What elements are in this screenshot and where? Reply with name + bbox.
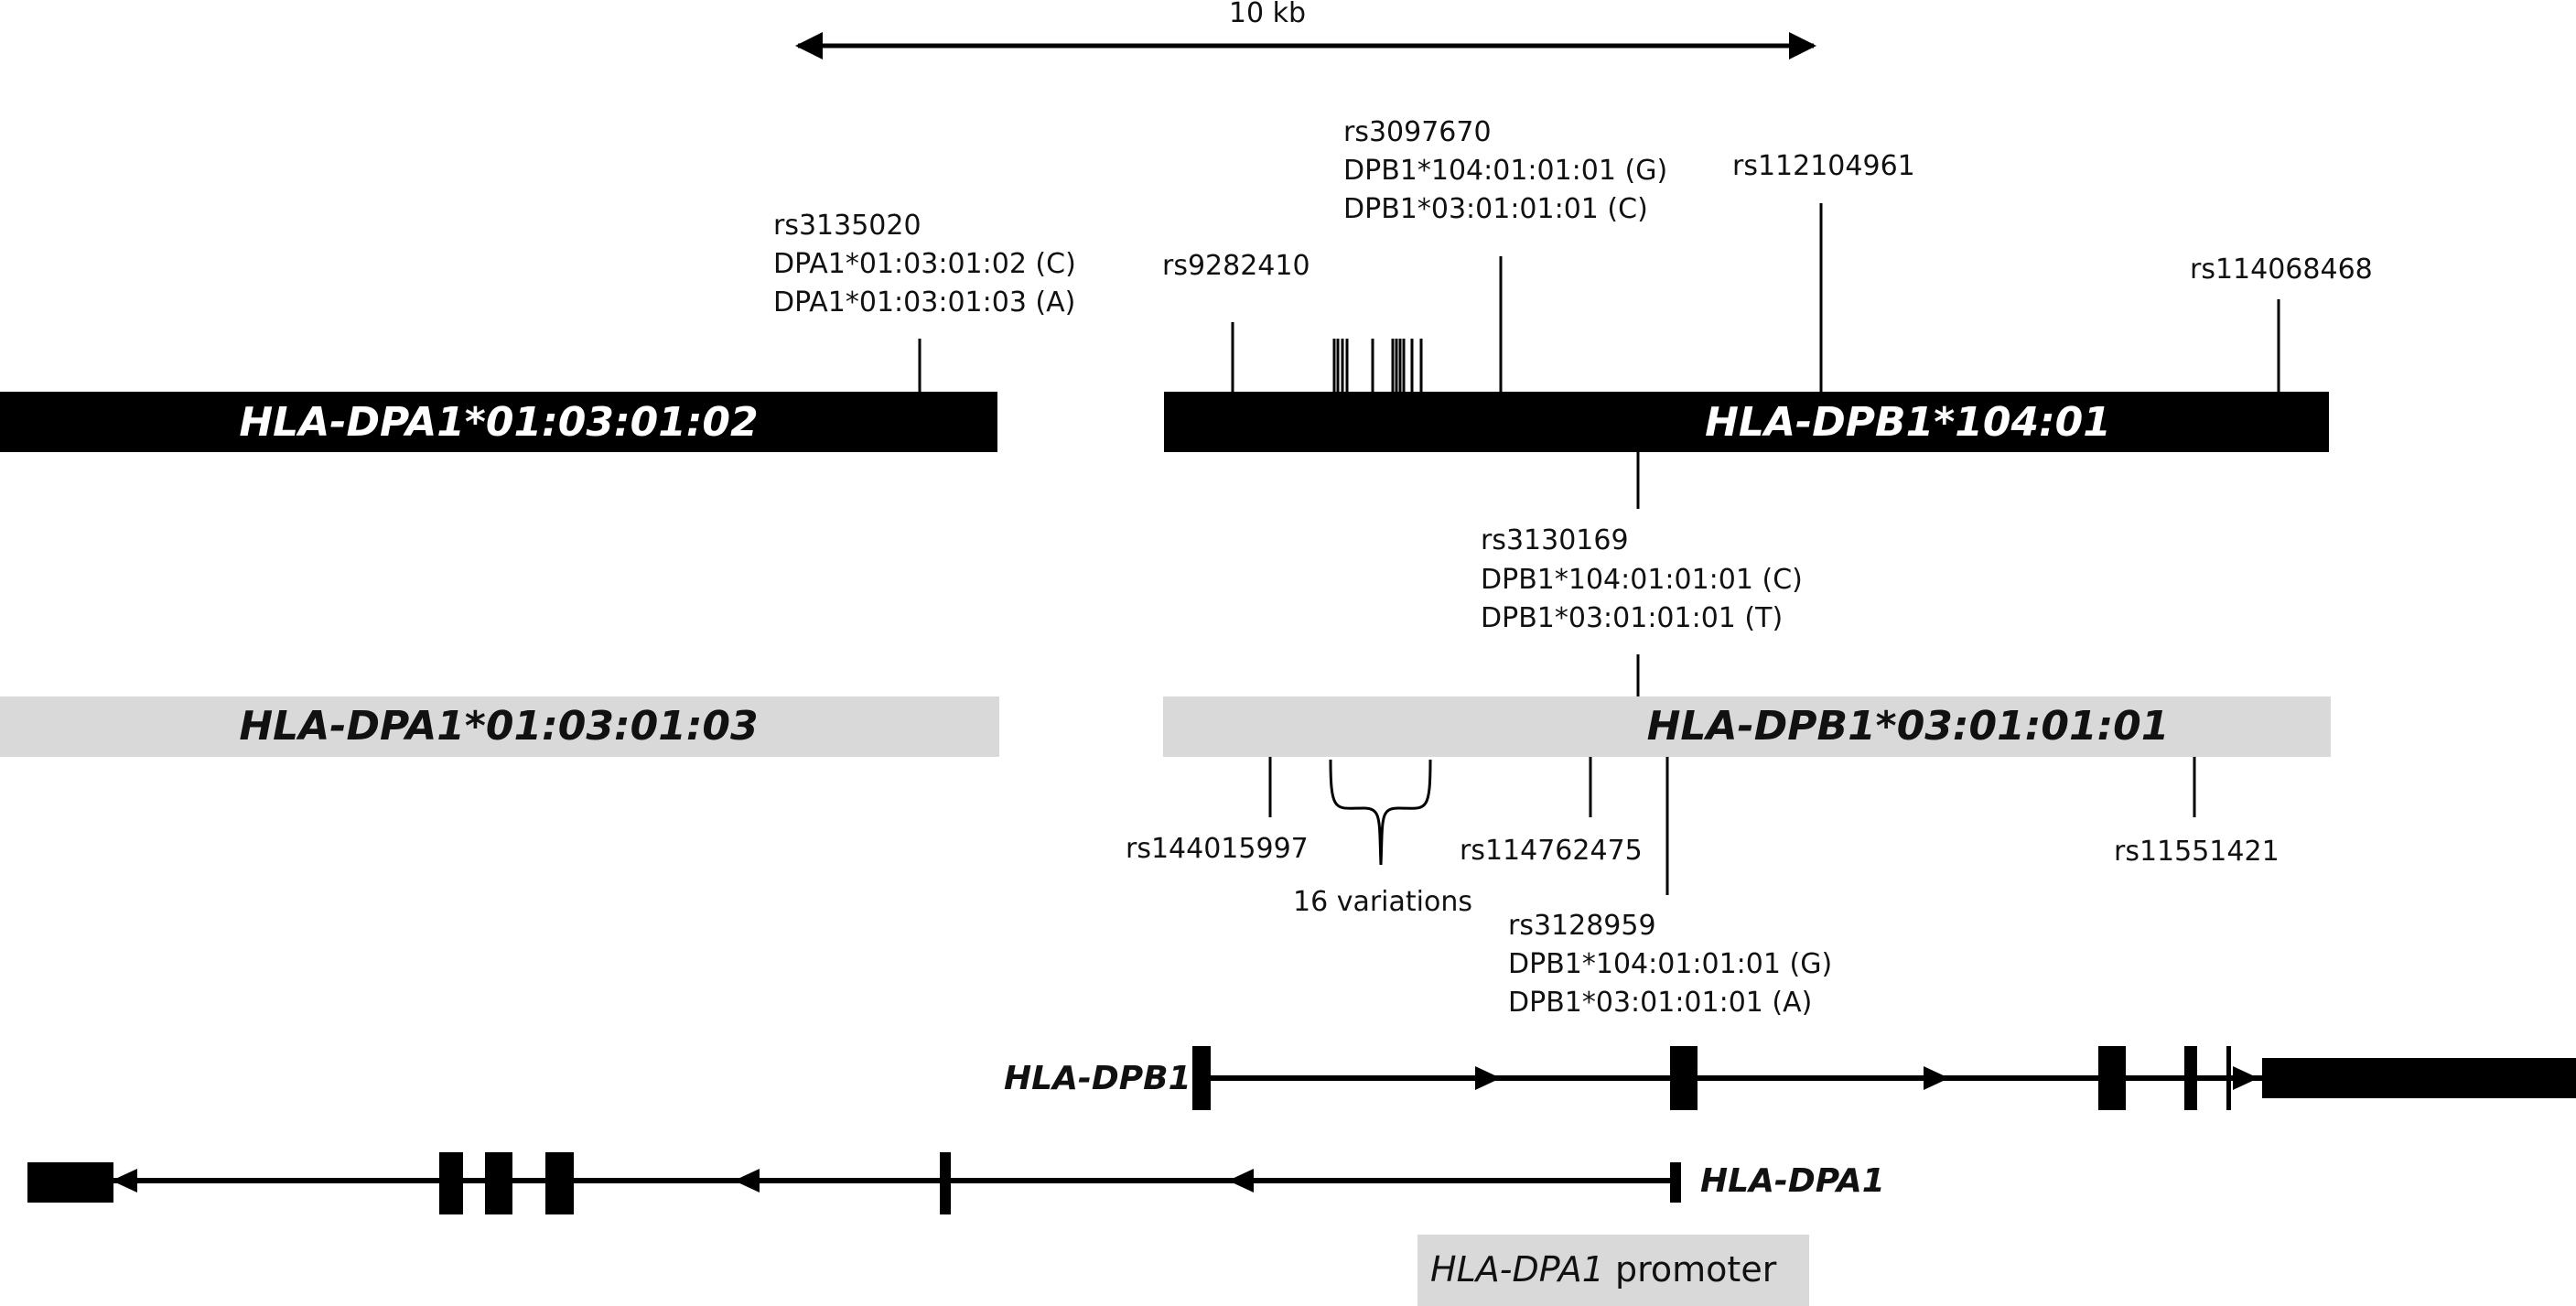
exon-3: [2098, 1046, 2126, 1110]
snp-label-line: DPA1*01:03:01:03 (A): [773, 286, 1075, 318]
exon-1: [1192, 1046, 1211, 1110]
snp-label-line: rs3128959: [1508, 910, 1656, 942]
direction-arrow: [734, 1169, 760, 1193]
exon-5: [2226, 1046, 2231, 1110]
bar-label: HLA-DPA1*01:03:01:03: [239, 703, 758, 750]
direction-arrow: [2233, 1066, 2258, 1090]
snp-label-line: DPA1*01:03:01:02 (C): [773, 248, 1076, 280]
snp-label-rs3097670: rs3097670 DPB1*104:01:01:01 (G) DPB1*03:…: [1343, 116, 1676, 225]
gene-label-dpb1: HLA-DPB1: [1004, 1060, 1191, 1097]
exon: [545, 1152, 574, 1214]
bar-label: HLA-DPB1*03:01:01:01: [1647, 703, 2170, 750]
gene-model-dpa1: HLA-DPA1: [27, 1152, 1885, 1214]
gene-model-dpb1: HLA-DPB1: [1004, 1046, 2576, 1110]
gene-label-dpa1: HLA-DPA1: [1700, 1162, 1885, 1200]
snp-label-line: DPB1*03:01:01:01 (T): [1481, 602, 1783, 634]
variations-brace: [1329, 759, 1432, 866]
bar-rect: [1163, 696, 2331, 757]
utr-3: [2262, 1058, 2576, 1098]
scale-bar-label: 10 kb: [1229, 0, 1306, 29]
snp-label-line: DPB1*104:01:01:01 (C): [1481, 564, 1803, 596]
bar-rect: [1164, 392, 2329, 452]
snp-label-rs114068468: rs114068468: [2190, 254, 2373, 286]
haplotype-bar-dpa1-01-03-01-03: HLA-DPA1*01:03:01:03: [0, 696, 999, 757]
promoter-label-italic: HLA-DPA1: [1430, 1249, 1604, 1290]
snp-label-line: rs3135020: [773, 210, 922, 242]
bar-label: HLA-DPA1*01:03:01:02: [239, 399, 758, 446]
haplotype-bar-dpa1-01-03-01-02: HLA-DPA1*01:03:01:02: [0, 392, 997, 452]
snp-ticks-bottom: [1268, 757, 2196, 895]
bar-rect: [0, 392, 997, 452]
exon: [485, 1152, 512, 1214]
scale-bar: 10 kb: [795, 0, 1816, 59]
snp-label-line: DPB1*03:01:01:01 (C): [1343, 193, 1648, 225]
exon: [940, 1152, 951, 1214]
exon-1: [1670, 1162, 1681, 1203]
snp-labels: rs3135020 DPA1*01:03:01:02 (C) DPA1*01:0…: [773, 116, 2373, 1019]
direction-arrow: [1924, 1066, 1949, 1090]
snp-label-rs112104961: rs112104961: [1732, 150, 1915, 182]
haplotype-bar-dpb1-03-01-01-01: HLA-DPB1*03:01:01:01: [1163, 696, 2331, 757]
snp-ticks-top: [918, 203, 2280, 696]
bar-rect: [0, 696, 999, 757]
snp-label-rs9282410: rs9282410: [1162, 250, 1310, 282]
snp-label-line: DPB1*03:01:01:01 (A): [1508, 987, 1812, 1019]
snp-label-rs11551421: rs11551421: [2114, 836, 2280, 868]
utr-3: [27, 1162, 113, 1203]
snp-label-rs3130169: rs3130169 DPB1*104:01:01:01 (C) DPB1*03:…: [1481, 524, 1811, 634]
exon: [439, 1152, 463, 1214]
direction-arrow: [112, 1169, 137, 1193]
dpa1-promoter: HLA-DPA1 promoter: [1417, 1235, 1809, 1306]
snp-label-rs3135020: rs3135020 DPA1*01:03:01:02 (C) DPA1*01:0…: [773, 210, 1084, 318]
haplotype-bar-dpb1-104-01: HLA-DPB1*104:01: [1164, 392, 2329, 452]
snp-label-rs114762475: rs114762475: [1460, 835, 1643, 867]
bar-label: HLA-DPB1*104:01: [1705, 399, 2111, 446]
direction-arrow: [1475, 1066, 1501, 1090]
snp-label-rs3128959: rs3128959 DPB1*104:01:01:01 (G) DPB1*03:…: [1508, 910, 1841, 1019]
snp-label-line: rs3130169: [1481, 524, 1629, 556]
snp-label-line: rs3097670: [1343, 116, 1492, 148]
snp-label-line: DPB1*104:01:01:01 (G): [1343, 155, 1667, 187]
promoter-label-rest: promoter: [1604, 1249, 1777, 1290]
promoter-label: HLA-DPA1 promoter: [1430, 1249, 1777, 1290]
promoter-box: [1417, 1235, 1809, 1306]
exon-2: [1670, 1046, 1698, 1110]
snp-label-rs144015997: rs144015997: [1126, 833, 1309, 865]
snp-label-line: DPB1*104:01:01:01 (G): [1508, 948, 1832, 980]
snp-label-variations: 16 variations: [1293, 886, 1472, 918]
exon-4: [2184, 1046, 2197, 1110]
direction-arrow: [1228, 1169, 1254, 1193]
